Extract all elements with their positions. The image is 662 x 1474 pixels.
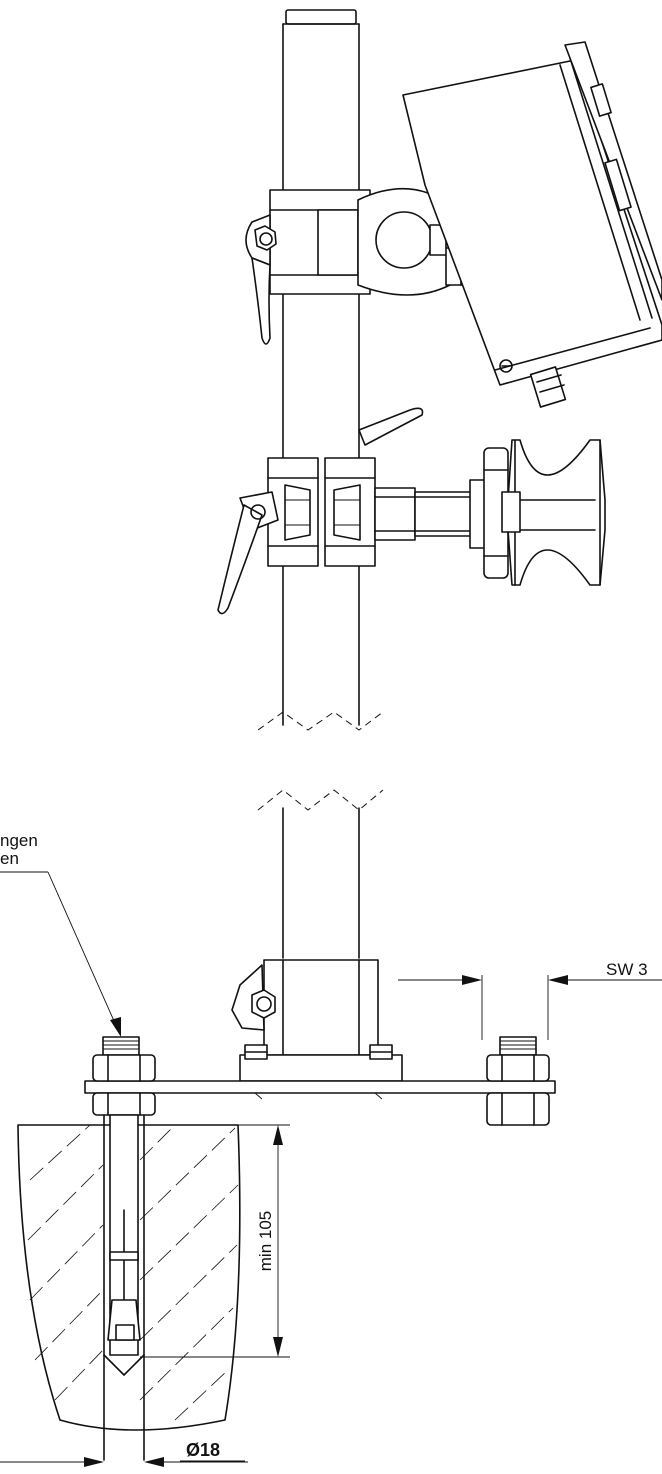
- callout-leader: ngen en: [0, 831, 121, 1037]
- callout-text-line2: en: [0, 849, 19, 868]
- anchor-bolt-left: [92, 1036, 156, 1116]
- mast-upper: [282, 9, 360, 726]
- mast-socket: [231, 959, 403, 1082]
- concrete-section: [17, 1124, 241, 1431]
- anchor-bolt-right: [486, 1036, 550, 1126]
- wrench-size-label: SW 3: [606, 960, 648, 979]
- roller-arm: [374, 447, 509, 579]
- anchor-depth-label: min 105: [256, 1211, 275, 1271]
- mast-lower: [282, 807, 360, 959]
- electronics-housing: [402, 41, 662, 408]
- drill-diameter-label: Ø18: [186, 1440, 220, 1460]
- roller-clamp: [217, 407, 424, 615]
- base-plate: [84, 1080, 556, 1100]
- dimension-anchor-depth: min 105: [140, 1124, 290, 1358]
- break-line-upper: [257, 711, 384, 731]
- dimension-drill-diameter: Ø18: [0, 1440, 248, 1467]
- dimension-wrench-size: SW 3: [398, 960, 662, 1040]
- drill-hole-anchor: [103, 1114, 145, 1461]
- callout-text-line1: ngen: [0, 831, 38, 850]
- guide-roller: [501, 439, 606, 586]
- break-line-lower: [257, 789, 384, 811]
